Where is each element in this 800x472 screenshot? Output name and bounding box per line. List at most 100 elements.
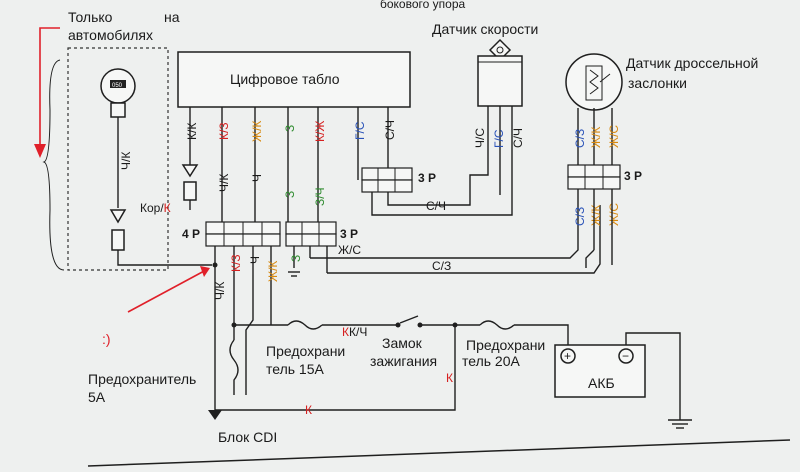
bottom-label-3: Ч: [248, 256, 262, 264]
connector-3p-middle: [285, 221, 337, 247]
dash-wire-label-3: Ж/К: [250, 121, 264, 142]
connector-3p-throttle-label: 3 Р: [624, 169, 642, 183]
cdi-arrow-icon: [208, 410, 222, 420]
k-label-1: К: [446, 371, 453, 385]
dash-wire-label-1: К/К: [185, 123, 199, 140]
ground-icon: [288, 271, 300, 277]
smiley-annotation: :): [102, 331, 111, 347]
dash-wire-label-6: Г/С: [353, 121, 367, 140]
annotation-arrow-line: [127, 269, 207, 313]
bottom-label-1: Ч/К: [213, 282, 227, 300]
bottom-label-2: К/З: [229, 254, 243, 272]
lamp-connector-female: [111, 229, 125, 251]
thr-wire-label-2: Ж/К: [589, 127, 603, 148]
bottom-rule: [87, 439, 791, 467]
annotation-arrow-head: [200, 266, 210, 277]
throttle-label-1: Датчик дроссельной: [626, 55, 758, 71]
dash-wire-label-2: К/З: [217, 122, 231, 140]
bottom-label-4: Ж/К: [266, 261, 280, 282]
ignition-label-2: зажигания: [370, 353, 437, 369]
lamp-socket: [110, 102, 126, 118]
thr-wire-label-1: С/З: [573, 129, 587, 148]
digital-dashboard-box: [177, 51, 411, 108]
speed-conn-lower-wire: [387, 192, 450, 206]
fuse-15a-icon: [287, 320, 323, 330]
lamp-connector-male: [109, 209, 127, 224]
connector-4p: [205, 221, 281, 247]
battery-plus-terminal: [560, 348, 576, 364]
lamp-wire-label: Ч/К: [119, 152, 133, 170]
fuse5-label-2: 5А: [88, 389, 106, 405]
cdi-junction-dot: [231, 322, 237, 328]
speed-wire-label-1: Ч/С: [473, 128, 487, 148]
connector-3p-speed-label: 3 Р: [418, 171, 436, 185]
thr-wire-label-4: С/З: [573, 207, 587, 226]
sc-lower-label: С/Ч: [426, 199, 446, 213]
c3p-top-label-1: З: [283, 191, 297, 198]
speed-sensor-icon: [477, 38, 523, 107]
speed-sc-wire: [450, 150, 489, 206]
kk-connector-male: [181, 164, 199, 178]
s-z-label: С/З: [432, 259, 451, 273]
c4p-top-label-2: Ч: [250, 174, 264, 182]
fuse20-label-1: Предохрани: [466, 337, 545, 353]
lower-connector-wires: [214, 205, 601, 410]
c4p-top-label-1: Ч/К: [217, 174, 231, 192]
power-junction-dot: [452, 322, 458, 328]
throttle-sensor-wires: [577, 108, 613, 165]
battery-minus-terminal: [618, 348, 634, 364]
zh-s-label: Ж/С: [338, 243, 361, 257]
battery-label: АКБ: [588, 375, 615, 391]
only-cars-label-3: автомобилях: [68, 27, 153, 43]
annotation-arrowhead: [34, 144, 46, 158]
thr-wire-label-3: Ж/С: [607, 125, 621, 148]
fuse15-label-1: Предохрани: [266, 343, 345, 359]
lamp-bulb-code: 050: [112, 83, 123, 89]
top-cut-label: бокового упора: [380, 0, 465, 11]
speed-sensor-label: Датчик скорости: [432, 21, 538, 37]
fuse-5a-icon: [229, 339, 239, 395]
only-cars-label-2: на: [164, 9, 180, 25]
connector-3p-middle-label: 3 Р: [340, 227, 358, 241]
dash-wire-label-7: С/Ч: [383, 120, 397, 140]
power-circuit-wires: [215, 320, 692, 429]
junction-dot: [212, 262, 218, 268]
connector-4p-label: 4 Р: [182, 227, 200, 241]
battery-minus-sign: −: [622, 349, 629, 363]
lamp-filament-icon: [110, 80, 126, 88]
speed-return-wire: [371, 150, 513, 216]
battery-plus-sign: +: [564, 349, 571, 363]
fuse5-label-1: Предохранитель: [88, 371, 196, 387]
fuse-20a-icon: [479, 320, 515, 330]
speed-wire-label-2: Г/С: [492, 129, 506, 148]
throttle-label-2: заслонки: [628, 75, 687, 91]
c3p-top-label-2: З/Ч: [313, 187, 327, 206]
throttle-lower-wires: [577, 189, 613, 268]
speed-sensor-wires: [487, 106, 513, 150]
dashboard-title: Цифровое табло: [230, 71, 340, 87]
ignition-switch-icon: [395, 315, 423, 328]
kk-connector-female: [183, 181, 197, 201]
kor-k-label: Кор/К: [140, 201, 171, 215]
cdi-label: Блок CDI: [218, 429, 277, 445]
thr-wire-label-6: Ж/С: [607, 203, 621, 226]
fuse20-label-2: тель 20А: [462, 353, 521, 369]
annotation-bracket: [39, 27, 60, 150]
fuse15-label-2: тель 15А: [266, 361, 325, 377]
thr-wire-label-5: Ж/К: [589, 205, 603, 226]
car-only-dashed-box: [67, 47, 169, 271]
curly-brace: [42, 59, 65, 271]
dash-wire-label-5: К/Ж: [313, 121, 327, 142]
lamp-return-wire: [117, 250, 212, 266]
connector-3p-speed: [361, 167, 413, 193]
k-ch-label: КК/Ч: [342, 325, 367, 339]
k-label-2: К: [305, 403, 312, 417]
only-cars-label-1: Только: [68, 9, 113, 25]
dash-wire-label-4: З: [283, 125, 297, 132]
speed-wire-label-3: С/Ч: [511, 128, 525, 148]
throttle-sensor-icon: [565, 53, 623, 111]
ignition-label-1: Замок: [382, 335, 423, 351]
connector-3p-throttle: [567, 164, 621, 190]
